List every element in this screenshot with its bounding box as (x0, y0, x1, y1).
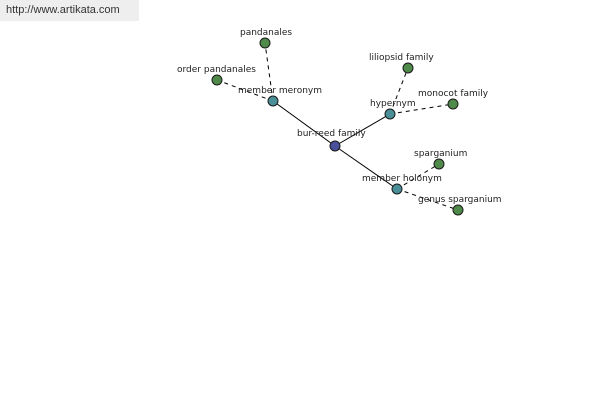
node-center[interactable] (329, 140, 341, 152)
edge-meronym-order_pandanales (216, 79, 274, 102)
edges-layer (216, 42, 459, 211)
nodes-layer (211, 37, 464, 216)
node-pandanales[interactable] (259, 37, 271, 49)
node-order-pandanales[interactable] (211, 74, 223, 86)
url-banner-text[interactable]: http://www.artikata.com (6, 4, 120, 16)
node-label-order-pandanales[interactable]: order pandanales (177, 65, 256, 75)
node-meronym[interactable] (267, 95, 279, 107)
node-label-holonym[interactable]: member holonym (362, 174, 442, 184)
node-label-hypernym[interactable]: hypernym (370, 99, 416, 109)
edge-holonym-sparganium (396, 163, 440, 190)
edge-hypernym-monocot (389, 103, 454, 115)
edge-center-hypernym (334, 113, 391, 147)
node-holonym[interactable] (391, 183, 403, 195)
node-label-pandanales[interactable]: pandanales (240, 28, 292, 38)
edge-center-holonym (334, 145, 398, 190)
node-label-liliopsid[interactable]: liliopsid family (369, 53, 434, 63)
edge-center-meronym (272, 100, 336, 147)
node-sparganium[interactable] (433, 158, 445, 170)
url-banner[interactable]: http://www.artikata.com (0, 0, 139, 21)
node-genus-sparganium[interactable] (452, 204, 464, 216)
node-label-genus-sparganium[interactable]: genus sparganium (418, 195, 502, 205)
node-label-meronym[interactable]: member meronym (238, 86, 322, 96)
edge-hypernym-liliopsid (389, 67, 409, 115)
node-hypernym[interactable] (384, 108, 396, 120)
edge-holonym-genus_sparganium (396, 188, 459, 211)
edge-meronym-pandanales (264, 42, 274, 102)
node-label-center[interactable]: bur-reed family (297, 129, 366, 139)
node-liliopsid[interactable] (402, 62, 414, 74)
labels-layer: bur-reed family member meronym hypernym mem… (177, 28, 502, 205)
node-label-sparganium[interactable]: sparganium (414, 149, 467, 159)
node-monocot[interactable] (447, 98, 459, 110)
node-label-monocot[interactable]: monocot family (418, 89, 489, 99)
